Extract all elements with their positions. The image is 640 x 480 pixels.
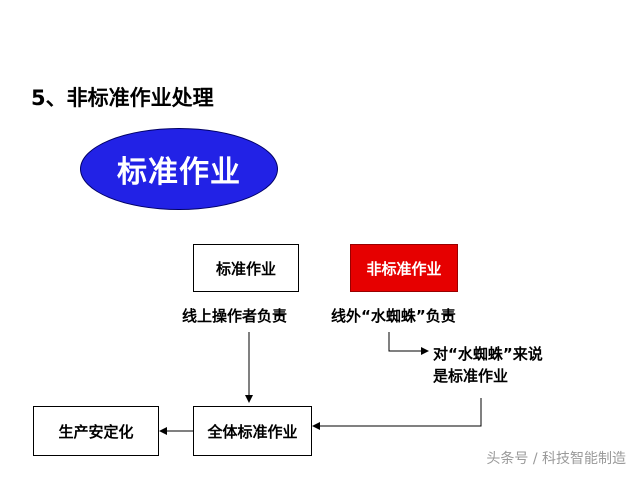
offline-waterspider-label: 线外“水蜘蛛”负责: [331, 307, 456, 325]
standard-work-ellipse: 标准作业: [80, 128, 278, 210]
online-operator-label: 线上操作者负责: [182, 307, 288, 325]
production-stabilization-box: 生产安定化: [33, 406, 159, 456]
watermark: 头条号 / 科技智能制造: [486, 451, 626, 467]
slide-title: 5、非标准作业处理: [31, 86, 214, 110]
ellipse-label: 标准作业: [117, 155, 241, 190]
all-standard-work-box: 全体标准作业: [193, 406, 312, 456]
waterspider-note: 对“水蜘蛛”来说 是标准作业: [433, 343, 543, 387]
note-line-2: 是标准作业: [433, 367, 509, 385]
nonstandard-work-box: 非标准作业: [350, 244, 458, 292]
arrow-note-to-all: [312, 398, 482, 430]
arrow-offline-to-note: [388, 332, 429, 355]
standard-work-box: 标准作业: [193, 244, 299, 292]
note-line-1: 对“水蜘蛛”来说: [433, 345, 543, 363]
